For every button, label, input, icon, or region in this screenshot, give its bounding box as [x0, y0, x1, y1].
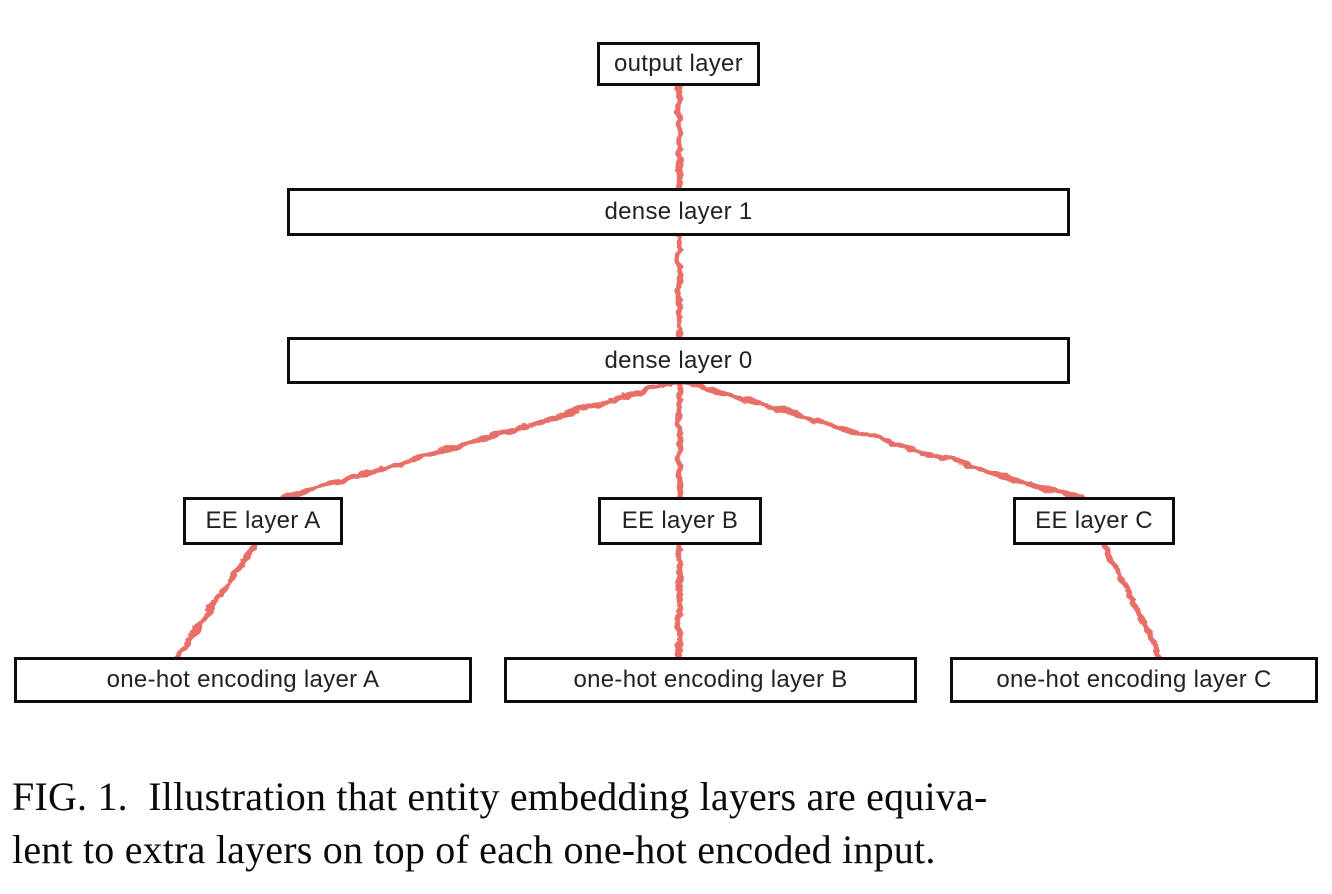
- edge-ee-a-to-onehot-a: [169, 537, 258, 666]
- node-onehot-encoding-layer-a-label: one-hot encoding layer A: [106, 666, 380, 693]
- figure-caption-line-2: lent to extra layers on top of each one-…: [12, 827, 936, 872]
- node-ee-layer-b-label: EE layer B: [621, 507, 739, 534]
- node-dense-layer-0-label: dense layer 0: [604, 346, 753, 374]
- figure-caption-line-1: FIG. 1. Illustration that entity embeddi…: [12, 774, 988, 819]
- node-ee-layer-a-label: EE layer A: [205, 507, 321, 534]
- node-output-layer-label: output layer: [613, 50, 743, 77]
- node-onehot-encoding-layer-c-label: one-hot encoding layer C: [996, 666, 1272, 693]
- node-output-layer: output layer: [597, 42, 760, 86]
- node-ee-layer-b: EE layer B: [598, 497, 762, 545]
- node-onehot-encoding-layer-b: one-hot encoding layer B: [504, 657, 917, 703]
- node-ee-layer-c-label: EE layer C: [1035, 507, 1153, 534]
- node-dense-layer-0: dense layer 0: [287, 337, 1070, 384]
- figure-caption: FIG. 1. Illustration that entity embeddi…: [12, 770, 987, 876]
- edge-dense0-to-ee-a: [259, 375, 683, 506]
- edge-ee-c-to-onehot-c: [1098, 537, 1166, 666]
- node-ee-layer-c: EE layer C: [1013, 497, 1175, 545]
- node-dense-layer-1: dense layer 1: [287, 188, 1070, 236]
- edge-dense0-to-ee-c: [673, 375, 1100, 506]
- node-onehot-encoding-layer-b-label: one-hot encoding layer B: [573, 666, 848, 693]
- node-dense-layer-1-label: dense layer 1: [604, 198, 753, 225]
- node-onehot-encoding-layer-c: one-hot encoding layer C: [950, 657, 1318, 703]
- node-ee-layer-a: EE layer A: [183, 497, 343, 545]
- node-onehot-encoding-layer-a: one-hot encoding layer A: [14, 657, 472, 703]
